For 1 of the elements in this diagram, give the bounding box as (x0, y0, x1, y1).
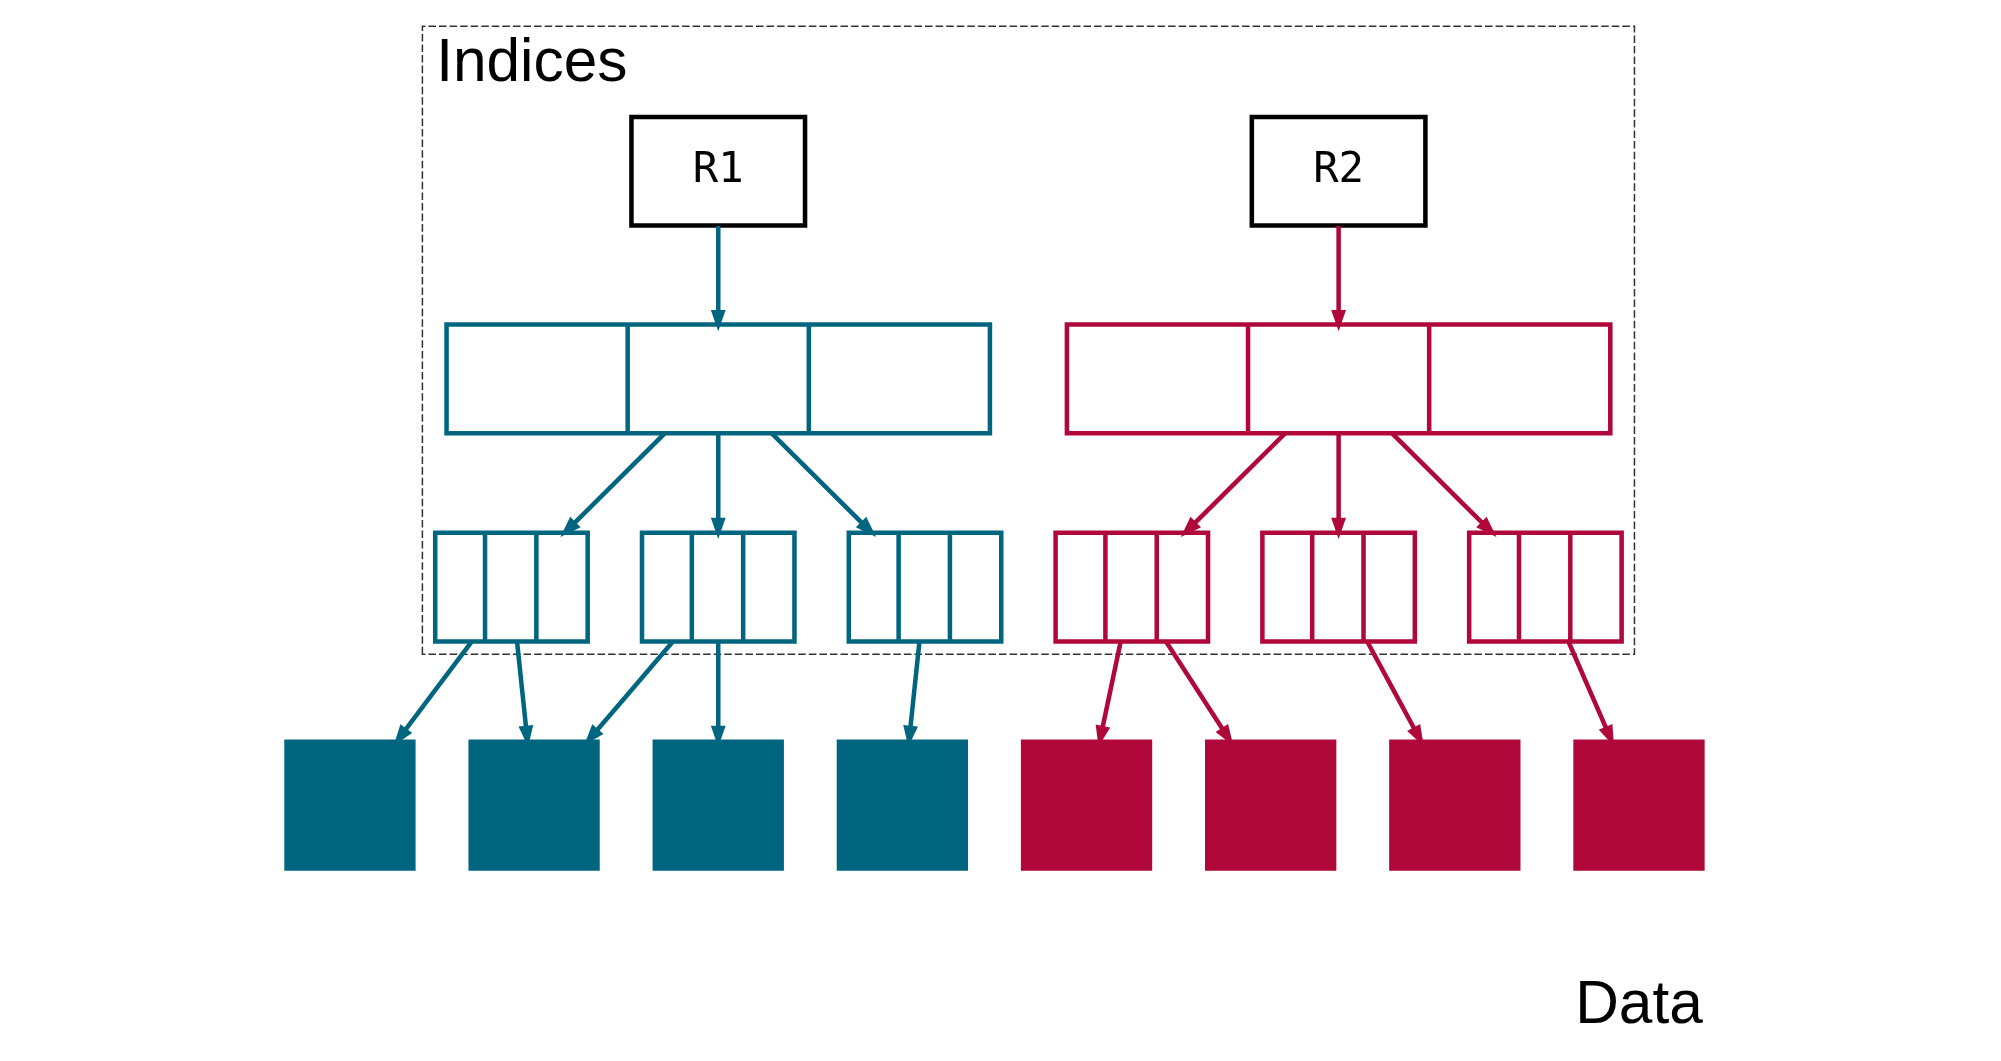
label: Data (1575, 967, 1703, 1036)
